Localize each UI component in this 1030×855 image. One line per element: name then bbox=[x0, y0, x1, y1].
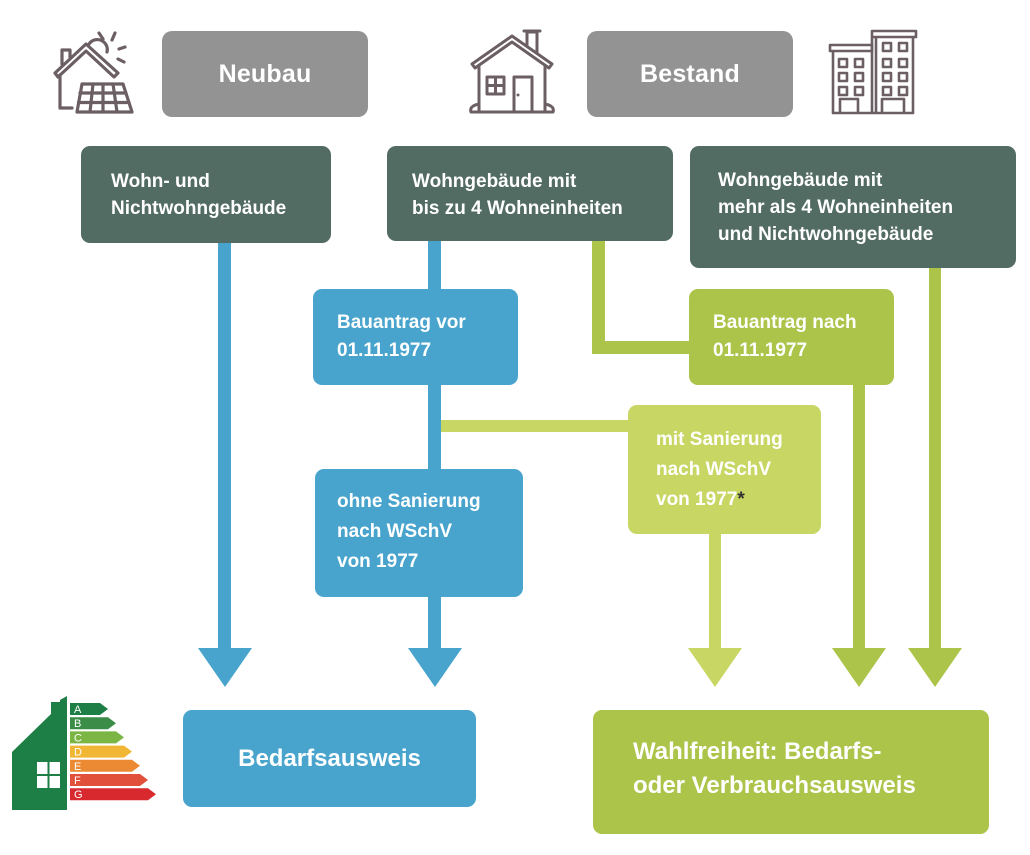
condition-permit-after-1977: Bauantrag nach 01.11.1977 bbox=[689, 289, 894, 385]
new-build-label: Neubau bbox=[218, 59, 312, 88]
result-demand-certificate: Bedarfsausweis bbox=[183, 710, 476, 807]
arrowhead-with-renovation bbox=[688, 648, 742, 687]
connector-large-to-free-choice bbox=[929, 266, 941, 650]
condition-line: Bauantrag vor bbox=[337, 312, 466, 333]
condition-line: von 1977 bbox=[337, 551, 419, 572]
connector-newbuild-to-demand bbox=[218, 243, 231, 650]
energy-class-label-d: D bbox=[74, 747, 82, 759]
arrowhead-large-buildings bbox=[908, 648, 962, 687]
condition-permit-before-1977: Bauantrag vor 01.11.1977 bbox=[313, 289, 518, 385]
category-line: Wohn- und bbox=[111, 171, 210, 192]
energy-class-label-c: C bbox=[74, 732, 82, 744]
energy-class-label-a: A bbox=[74, 704, 82, 716]
energy-class-bar-b bbox=[70, 717, 116, 730]
single-family-house-icon bbox=[469, 29, 555, 114]
connector-small-to-permit-after-vertical bbox=[592, 240, 605, 354]
connector-permit-after-to-free-choice bbox=[853, 384, 865, 650]
existing-label: Bestand bbox=[639, 59, 741, 88]
condition-without-renovation: ohne Sanierung nach WSchV von 1977 bbox=[315, 469, 523, 597]
category-new-build-buildings: Wohn- und Nichtwohngebäude bbox=[81, 146, 331, 243]
condition-line: nach WSchV bbox=[656, 459, 772, 480]
result-line: oder Verbrauchsausweis bbox=[633, 772, 916, 799]
energy-class-label-b: B bbox=[74, 718, 81, 730]
connector-without-renovation-to-demand bbox=[428, 595, 441, 650]
connector-small-to-permit-after-horizontal bbox=[592, 341, 692, 354]
condition-line: 01.11.1977 bbox=[713, 340, 808, 361]
energy-class-bar-e bbox=[70, 759, 140, 772]
new-build-header: Neubau bbox=[162, 31, 368, 117]
category-existing-small-residential: Wohngebäude mit bis zu 4 Wohneinheiten bbox=[387, 146, 673, 241]
footnote-asterisk: * bbox=[737, 489, 745, 510]
condition-line-text: von 1977 bbox=[656, 489, 738, 510]
category-line: Nichtwohngebäude bbox=[111, 198, 287, 219]
connector-with-renovation-to-free-choice bbox=[709, 530, 721, 650]
energy-class-label-g: G bbox=[74, 789, 83, 801]
connector-permit-before-to-with-renovation bbox=[441, 420, 631, 432]
result-label: Bedarfsausweis bbox=[238, 744, 421, 772]
category-line: Wohngebäude mit bbox=[718, 170, 883, 191]
condition-line: nach WSchV bbox=[337, 521, 453, 542]
energy-class-label-f: F bbox=[74, 775, 81, 787]
category-line: mehr als 4 Wohneinheiten bbox=[718, 197, 954, 218]
energy-class-bar-f bbox=[70, 774, 148, 786]
category-existing-large-and-nonresidential: Wohngebäude mit mehr als 4 Wohneinheiten… bbox=[690, 146, 1016, 268]
category-line: und Nichtwohngebäude bbox=[718, 224, 934, 245]
condition-line: mit Sanierung bbox=[656, 429, 783, 450]
apartment-buildings-icon bbox=[828, 29, 918, 115]
connector-permit-before-to-without-renovation bbox=[428, 383, 441, 473]
category-line: Wohngebäude mit bbox=[412, 171, 577, 192]
arrowhead-without-renovation bbox=[408, 648, 462, 687]
condition-with-renovation: mit Sanierung nach WSchV von 1977* bbox=[628, 405, 821, 534]
house-with-solar-panel-icon bbox=[53, 31, 134, 114]
energy-class-bar-a bbox=[70, 703, 108, 715]
energy-class-bar-d bbox=[70, 745, 132, 758]
energy-class-bar-g bbox=[70, 788, 156, 801]
arrowhead-newbuild bbox=[198, 648, 252, 687]
condition-line: ohne Sanierung bbox=[337, 491, 481, 512]
condition-line: Bauantrag nach bbox=[713, 312, 857, 333]
energy-class-label-e: E bbox=[74, 761, 81, 773]
result-free-choice: Wahlfreiheit: Bedarfs- oder Verbrauchsau… bbox=[593, 710, 989, 834]
category-line: bis zu 4 Wohneinheiten bbox=[412, 198, 623, 219]
existing-header: Bestand bbox=[587, 31, 793, 117]
result-line: Wahlfreiheit: Bedarfs- bbox=[633, 738, 882, 765]
condition-line: von 1977* bbox=[656, 485, 821, 515]
energy-class-bar-c bbox=[70, 731, 124, 744]
connector-small-to-permit-before bbox=[428, 240, 441, 295]
condition-line: 01.11.1977 bbox=[337, 340, 432, 361]
arrowhead-permit-after bbox=[832, 648, 886, 687]
